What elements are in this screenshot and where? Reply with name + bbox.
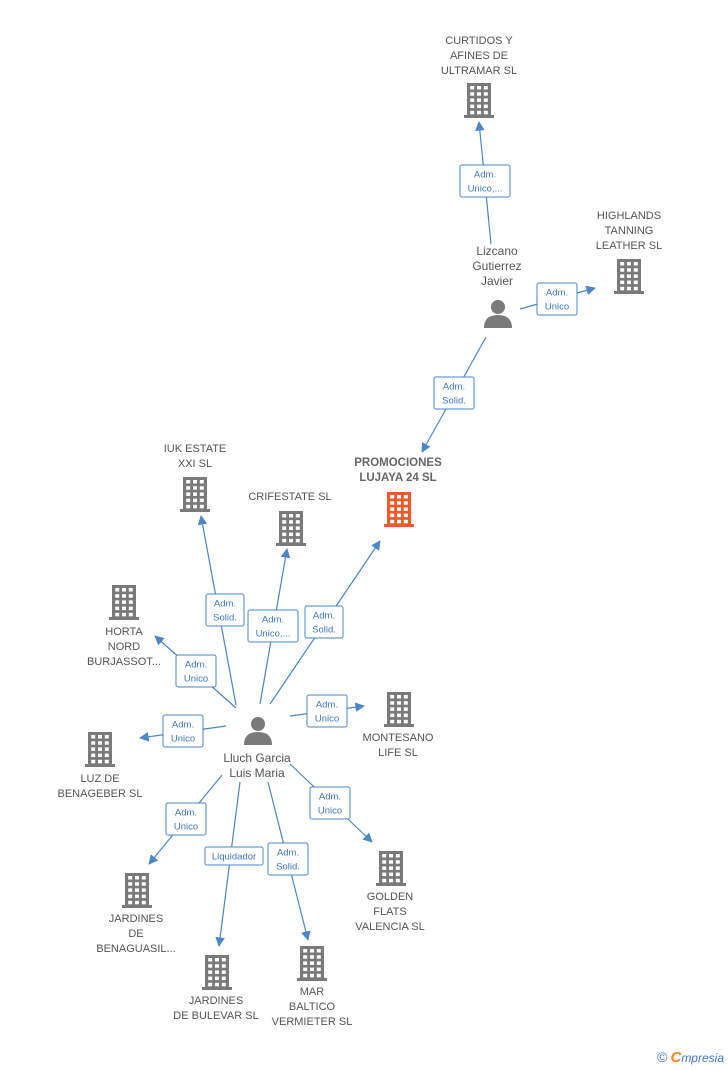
edge-label-text: Adm.Unico,... — [468, 170, 503, 195]
edge-label-box — [205, 593, 245, 627]
edge-label-text: Adm.Unico — [174, 808, 198, 833]
person-icon — [244, 717, 272, 745]
edge-label-text: Adm.Unico — [318, 792, 342, 817]
edge-label-e10[interactable]: Adm.Unico — [309, 786, 351, 820]
copyright-icon: © — [657, 1049, 668, 1065]
edge-label-text: Adm.Solid. — [442, 382, 466, 407]
edge-label-text: Adm.Unico — [545, 288, 569, 313]
edge-label-text: Adm.Solid. — [213, 599, 237, 624]
edge-label-box — [309, 786, 351, 820]
edge-label-e2[interactable]: Adm.Unico — [536, 282, 578, 316]
edge-label-e3[interactable]: Adm.Solid. — [433, 376, 475, 410]
edge-label-box — [162, 714, 204, 748]
edge-label-box — [304, 605, 344, 639]
edge-label-box — [306, 694, 348, 728]
brand-name: mpresia — [681, 1051, 724, 1065]
edges-layer — [139, 121, 596, 947]
building-icon — [614, 259, 644, 294]
building-icon — [464, 83, 494, 118]
edge-label-e7[interactable]: Adm.Unico — [175, 654, 217, 688]
building-icon — [384, 492, 414, 527]
edge-label-box — [165, 802, 207, 836]
edge-label-box — [267, 842, 309, 876]
edge-label-box — [459, 164, 511, 198]
brand-initial: C — [670, 1049, 682, 1066]
building-icon — [276, 511, 306, 546]
edge-label-box — [204, 846, 264, 866]
edge-labels-layer: Adm.Unico,...Adm.UnicoAdm.Solid.Adm.Soli… — [162, 164, 578, 876]
edge-label-e13[interactable]: Adm.Solid. — [267, 842, 309, 876]
company-node-crifestate[interactable]: CRIFESTATE SL — [248, 491, 332, 546]
edge-label-box — [175, 654, 217, 688]
building-icon — [384, 692, 414, 727]
building-icon — [85, 732, 115, 767]
edge-label-e4[interactable]: Adm.Solid. — [205, 593, 245, 627]
edge-label-e9[interactable]: Adm.Unico — [162, 714, 204, 748]
building-icon — [109, 585, 139, 620]
building-icon — [180, 477, 210, 512]
edge-label-box — [536, 282, 578, 316]
edge-label-e1[interactable]: Adm.Unico,... — [459, 164, 511, 198]
footer-brand[interactable]: ©Cmpresia — [657, 1049, 724, 1066]
edge-label-text: Adm.Solid. — [312, 611, 336, 636]
edge-label-text: Adm.Solid. — [276, 848, 300, 873]
edge-label-text: Adm.Unico,... — [256, 615, 291, 640]
edge-label-e8[interactable]: Adm.Unico — [306, 694, 348, 728]
edge-label-box — [433, 376, 475, 410]
building-icon — [297, 946, 327, 981]
edge-label-e5[interactable]: Adm.Unico,... — [247, 609, 299, 643]
building-icon — [122, 873, 152, 908]
edge-label-text: Adm.Unico — [171, 720, 195, 745]
building-icon — [376, 851, 406, 886]
edge-label-e11[interactable]: Adm.Unico — [165, 802, 207, 836]
company-label: CRIFESTATE SL — [248, 491, 331, 503]
edge-label-text: Liquidador — [212, 852, 256, 863]
person-icon — [484, 300, 512, 328]
edge-label-text: Adm.Unico — [315, 700, 339, 725]
edge-label-e6[interactable]: Adm.Solid. — [304, 605, 344, 639]
edge-label-box — [247, 609, 299, 643]
building-icon — [202, 955, 232, 990]
edge-label-e12[interactable]: Liquidador — [204, 846, 264, 866]
edge-label-text: Adm.Unico — [184, 660, 208, 685]
